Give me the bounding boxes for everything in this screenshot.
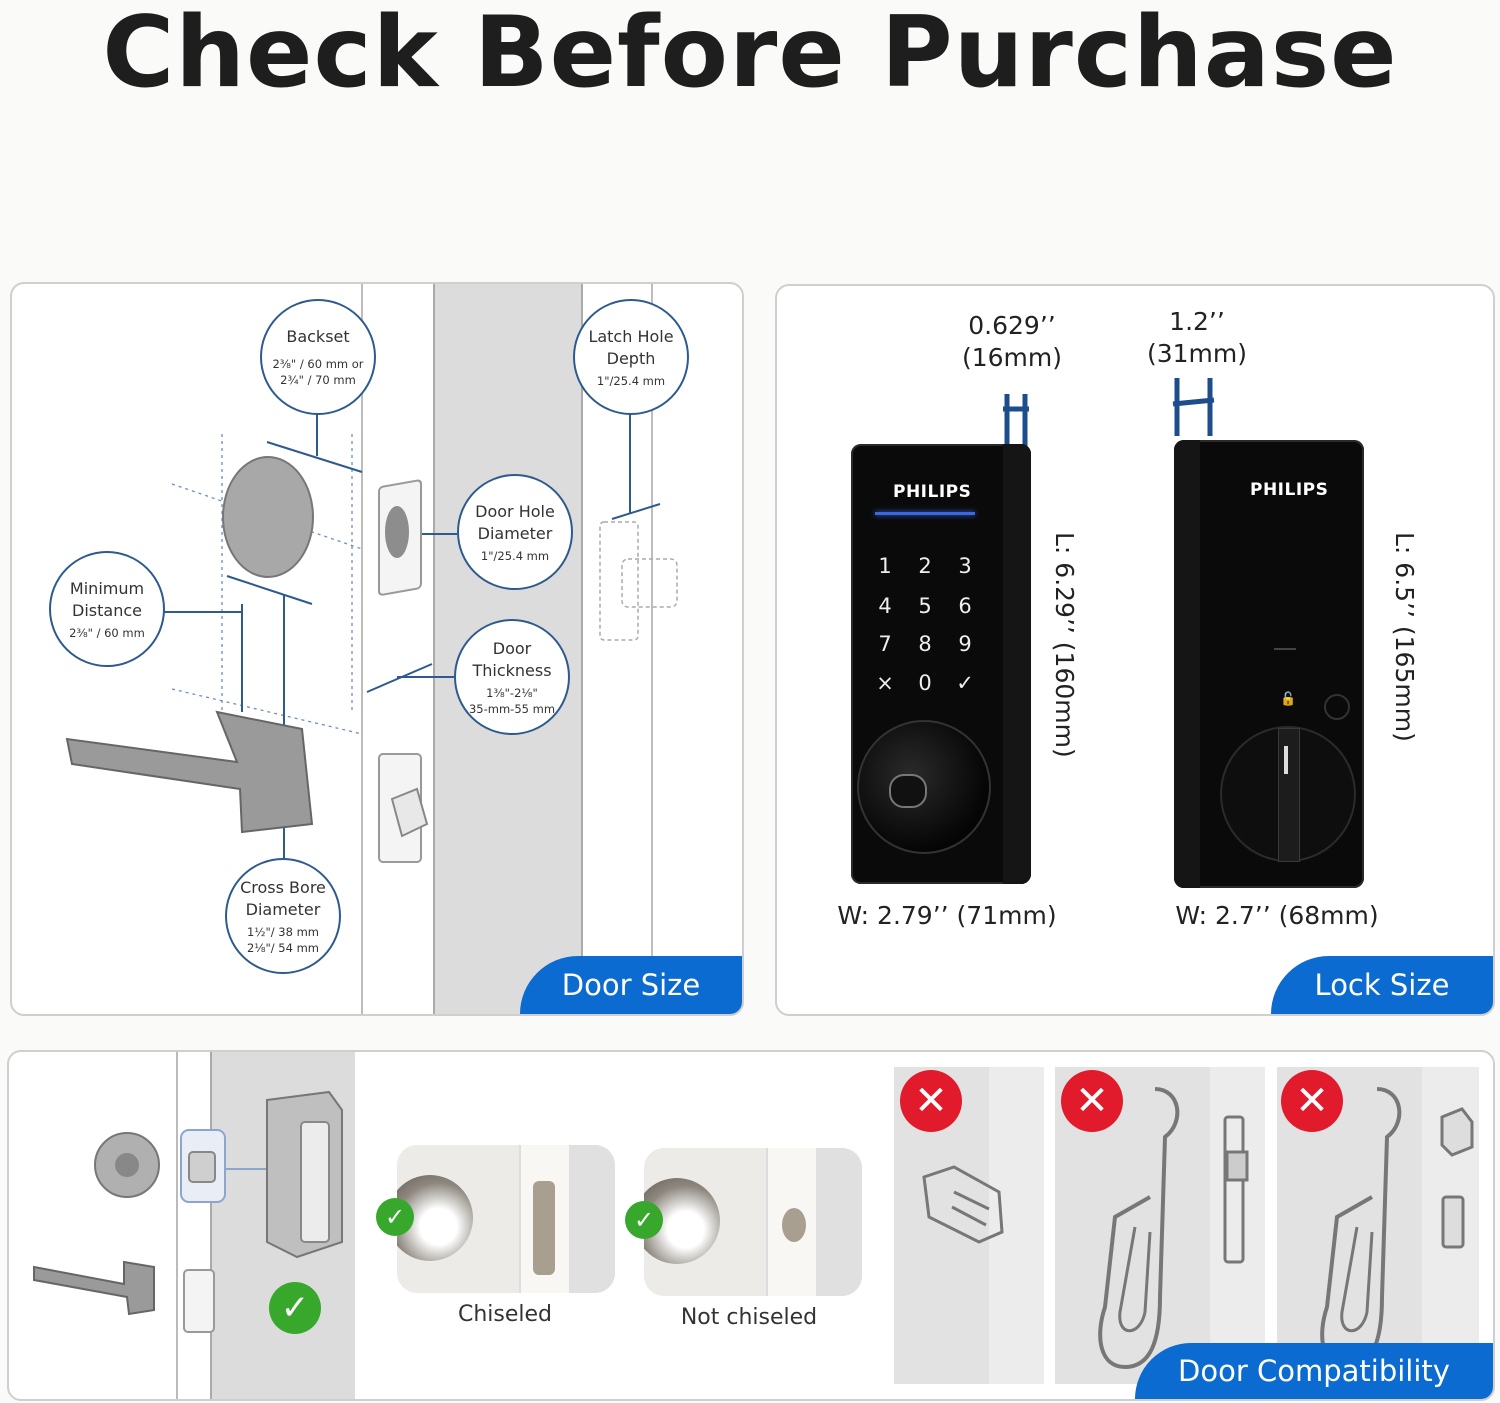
lock-size-tag: Lock Size — [1271, 956, 1493, 1014]
back-depth-label: 1.2’’ (31mm) — [1146, 307, 1248, 368]
door-compatibility-tag: Door Compatibility — [1135, 1343, 1493, 1399]
keypad-key: 7 — [878, 632, 892, 656]
cross-bore-diameter-callout: Cross Bore Diameter 1½"/ 38 mm 2⅛"/ 54 m… — [225, 858, 341, 974]
fingerprint-sensor-icon — [889, 774, 927, 808]
chiseled-example — [397, 1145, 615, 1293]
not-chiseled-label: Not chiseled — [680, 1305, 818, 1330]
keypad-key: 9 — [958, 632, 972, 656]
incompatible-example-2 — [1055, 1067, 1265, 1384]
keypad-key: 5 — [918, 594, 932, 618]
incompatible-x-icon: ✕ — [1061, 1070, 1123, 1132]
not-chiseled-check-icon: ✓ — [625, 1201, 663, 1239]
keypad-key: 8 — [918, 632, 932, 656]
chiseled-label: Chiseled — [457, 1302, 553, 1327]
door-size-panel: Backset 2⅜" / 60 mm or 2¾" / 70 mm Latch… — [10, 282, 744, 1016]
keypad-key: 0 — [918, 671, 932, 695]
not-chiseled-example — [644, 1148, 862, 1296]
door-thickness-callout: Door Thickness 1⅜"-2⅛" 35-mm-55 mm — [454, 619, 570, 735]
lock-size-panel: 0.629’’ (16mm) 1.2’’ (31mm) PHILIPS 1 2 … — [775, 284, 1495, 1016]
thumb-turn[interactable] — [1220, 726, 1356, 862]
back-brand-logo: PHILIPS — [1250, 480, 1329, 500]
keypad-key: × — [876, 671, 894, 695]
backset-callout: Backset 2⅜" / 60 mm or 2¾" / 70 mm — [260, 299, 376, 415]
door-hole-diameter-callout: Door Hole Diameter 1"/25.4 mm — [457, 474, 573, 590]
keypad-key: 4 — [878, 594, 892, 618]
keypad-key: 6 — [958, 594, 972, 618]
keypad-key: 3 — [958, 554, 972, 578]
incompatible-x-icon: ✕ — [1281, 1070, 1343, 1132]
front-depth-label: 0.629’’ (16mm) — [961, 311, 1063, 372]
compatible-door-diagram — [33, 1052, 355, 1399]
front-status-led — [875, 512, 975, 515]
back-length-label: L: 6.5’’ (165mm) — [1390, 532, 1419, 742]
unlock-icon: 🔓 — [1280, 692, 1297, 707]
front-width-label: W: 2.79’’ (71mm) — [837, 901, 1057, 930]
chiseled-check-icon: ✓ — [376, 1198, 414, 1236]
latch-hole-depth-callout: Latch Hole Depth 1"/25.4 mm — [573, 299, 689, 415]
keypad-key: 1 — [878, 554, 892, 578]
front-length-label: L: 6.29’’ (160mm) — [1050, 532, 1079, 758]
keypad-key: ✓ — [956, 671, 974, 695]
door-compatibility-panel: ✓ ✓ Chiseled ✓ Not chiseled ✕ ✕ — [7, 1050, 1495, 1401]
incompatible-x-icon: ✕ — [900, 1070, 962, 1132]
minimum-distance-callout: Minimum Distance 2⅜" / 60 mm — [49, 551, 165, 667]
page-title: Check Before Purchase — [102, 0, 1398, 110]
door-size-tag: Door Size — [520, 956, 742, 1014]
keypad-key: 2 — [918, 554, 932, 578]
fingerprint-knob — [857, 720, 991, 854]
back-slot-line — [1274, 648, 1296, 650]
compatible-check-icon: ✓ — [269, 1282, 321, 1334]
front-brand-logo: PHILIPS — [893, 482, 972, 502]
reset-button[interactable] — [1324, 694, 1350, 720]
front-keypad-lock: PHILIPS 1 2 3 4 5 6 7 8 9 × 0 ✓ — [851, 444, 1031, 884]
back-width-label: W: 2.7’’ (68mm) — [1175, 901, 1379, 930]
back-thumbturn-lock: PHILIPS 🔓 — [1174, 440, 1364, 888]
